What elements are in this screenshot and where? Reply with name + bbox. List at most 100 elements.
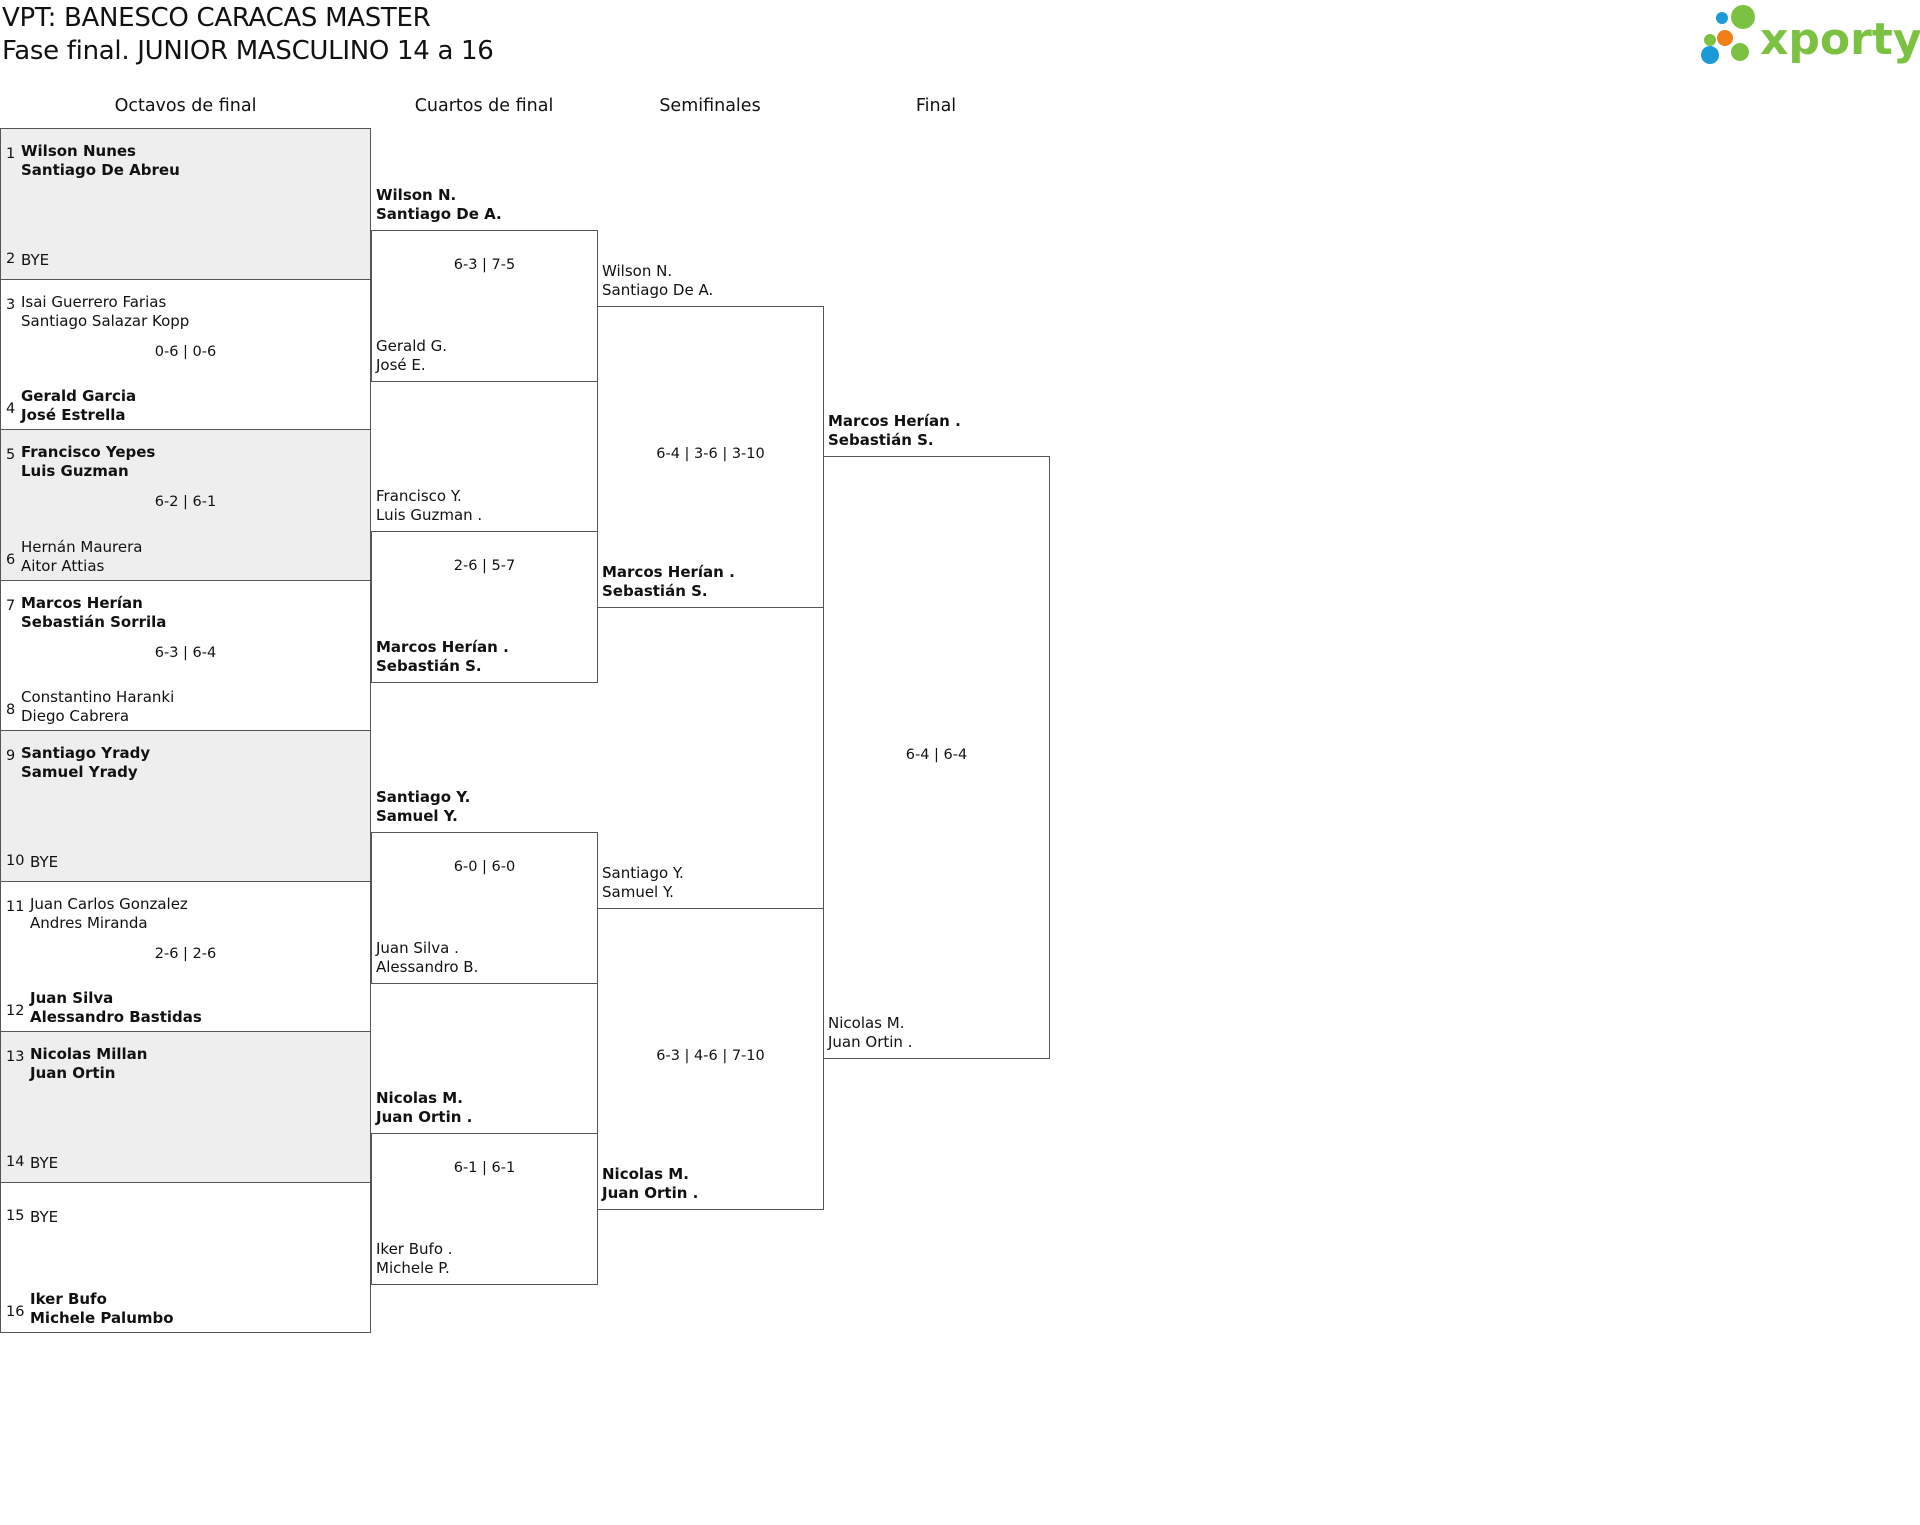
- bye-label: BYE: [30, 1153, 59, 1172]
- player-name: Marcos Herían .: [828, 412, 961, 430]
- octavos-match-5: [0, 730, 371, 882]
- player-name: Michele Palumbo: [30, 1309, 174, 1327]
- player-name: Santiago Y.: [376, 788, 471, 807]
- semis-team-a: Santiago Y.Samuel Y.: [602, 864, 684, 902]
- player-name: Michele P.: [376, 1258, 450, 1277]
- player-name: José E.: [376, 355, 426, 374]
- seed-number: 6: [6, 551, 16, 568]
- player-name: Juan Carlos Gonzalez: [30, 894, 188, 913]
- player-name: Marcos Herían: [21, 593, 143, 612]
- cuartos-team-b: Juan Silva .Alessandro B.: [376, 939, 478, 977]
- player-name: Sebastián Sorrila: [21, 612, 167, 631]
- player-name: Nicolas M.: [602, 1164, 689, 1183]
- seed-number: 1: [6, 146, 16, 162]
- player-name: Santiago De A.: [376, 205, 502, 224]
- bye-label: BYE: [21, 250, 50, 269]
- cuartos-score: 2-6 | 5-7: [453, 558, 516, 575]
- player-name: Luis Guzman .: [376, 506, 483, 525]
- match-score: 6-3 | 6-4: [154, 644, 217, 661]
- player-name: Iker Bufo .: [376, 1239, 453, 1258]
- player-name: Sebastián S.: [376, 656, 482, 675]
- octavos-match-3: [0, 429, 371, 581]
- seed-number: 10: [6, 852, 25, 869]
- final-score: 6-4 | 6-4: [905, 747, 968, 763]
- player-name: Hernán Maurera: [21, 537, 143, 556]
- semis-team-b: Nicolas M.Juan Ortin .: [602, 1165, 698, 1203]
- tournament-subtitle: Fase final. JUNIOR MASCULINO 14 a 16: [2, 36, 494, 66]
- seed-number: 7: [6, 597, 16, 614]
- round-head-semis: Semifinales: [659, 96, 761, 116]
- seed-number: 12: [6, 1003, 25, 1019]
- cuartos-score: 6-3 | 7-5: [453, 257, 516, 274]
- player-name: Iker Bufo: [30, 1290, 107, 1308]
- cuartos-score: 6-1 | 6-1: [453, 1160, 516, 1177]
- player-name: Juan Ortin .: [376, 1108, 473, 1127]
- player-name: Alessandro Bastidas: [30, 1008, 202, 1026]
- player-name: Francisco Y.: [376, 487, 462, 506]
- seed-number: 8: [6, 702, 16, 718]
- seed-number: 16: [6, 1304, 25, 1320]
- cuartos-team-b: Marcos Herían .Sebastián S.: [376, 638, 509, 676]
- semis-team-a: Wilson N.Santiago De A.: [602, 262, 713, 300]
- player-name: Nicolas Millan: [30, 1045, 148, 1063]
- octavos-match-8: [0, 1181, 371, 1333]
- player-name: José Estrella: [21, 406, 126, 424]
- round-head-cuartos: Cuartos de final: [414, 96, 554, 116]
- player-name: Gerald G.: [376, 336, 448, 355]
- seed-number: 4: [6, 401, 16, 417]
- cuartos-team-a: Santiago Y.Samuel Y.: [376, 788, 470, 826]
- player-name: Gerald Garcia: [21, 387, 137, 405]
- player-name: Juan Ortin .: [828, 1033, 913, 1051]
- tournament-title: VPT: BANESCO CARACAS MASTER: [2, 3, 431, 33]
- player-name: Samuel Y.: [376, 807, 458, 826]
- bye-label: BYE: [30, 1207, 59, 1226]
- player-name: Wilson Nunes: [21, 142, 136, 160]
- player-name: Juan Ortin: [30, 1064, 116, 1082]
- player-name: Diego Cabrera: [21, 707, 130, 725]
- seed-number: 9: [6, 748, 16, 764]
- cuartos-team-b: Iker Bufo .Michele P.: [376, 1240, 453, 1278]
- semis-score: 6-4 | 3-6 | 3-10: [656, 446, 765, 462]
- semis-score: 6-3 | 4-6 | 7-10: [656, 1048, 765, 1064]
- player-name: Francisco Yepes: [21, 443, 156, 461]
- round-head-octavos: Octavos de final: [114, 96, 257, 116]
- player-name: Alessandro B.: [376, 957, 479, 976]
- bye-label: BYE: [30, 852, 59, 871]
- seed-number: 2: [6, 250, 16, 267]
- octavos-match-1: [0, 128, 371, 280]
- round-head-final: Final: [915, 96, 957, 116]
- player-name: Sebastián S.: [828, 431, 934, 449]
- logo-wordmark: xporty: [1760, 14, 1920, 65]
- player-name: Nicolas M.: [376, 1089, 463, 1108]
- player-name: Aitor Attias: [21, 556, 105, 575]
- title-block: VPT: BANESCO CARACAS MASTER Fase final. …: [2, 2, 494, 68]
- player-name: Andres Miranda: [30, 913, 148, 932]
- player-name: Juan Silva .: [376, 938, 459, 957]
- final-bracket-1: [823, 456, 1050, 1059]
- player-name: Constantino Haranki: [21, 688, 175, 706]
- player-name: Nicolas M.: [828, 1014, 905, 1032]
- player-name: Isai Guerrero Farias: [21, 292, 167, 311]
- cuartos-team-b: Gerald G.José E.: [376, 337, 447, 375]
- final-team-a: Marcos Herían .Sebastián S.: [828, 412, 961, 450]
- seed-number: 14: [6, 1153, 25, 1170]
- final-team-b: Nicolas M.Juan Ortin .: [828, 1014, 912, 1052]
- match-score: 6-2 | 6-1: [154, 494, 217, 511]
- xporty-logo-mark: xporty: [1701, 5, 1920, 65]
- player-name: Samuel Yrady: [21, 763, 138, 781]
- player-name: Wilson N.: [376, 186, 457, 205]
- seed-number: 3: [6, 296, 16, 313]
- player-name: Santiago Y.: [602, 863, 684, 882]
- semis-team-b: Marcos Herían .Sebastián S.: [602, 563, 735, 601]
- player-name: Santiago Yrady: [21, 744, 151, 762]
- cuartos-team-a: Nicolas M.Juan Ortin .: [376, 1089, 472, 1127]
